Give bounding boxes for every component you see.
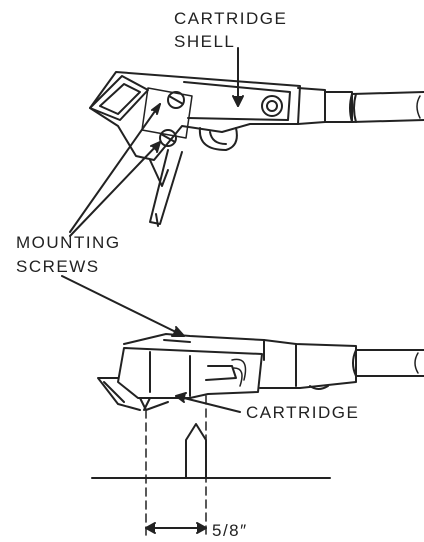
pivot-boss-icon [261,95,283,117]
cartridge-shell-label-line1: CARTRIDGE [174,9,288,28]
spindle-icon [185,423,207,479]
mounting-screw-icon [159,129,177,147]
tonearm-tube-top [349,91,424,123]
mounting-screws-label-line2: SCREWS [16,257,100,276]
cartridge-leg-top [149,149,183,225]
dimension-label: 5/8″ [212,521,248,540]
side-view-headshell [97,333,424,411]
finger-lift-side [97,377,141,411]
cartridge-body-side [117,347,263,399]
mounting-screws-leader-arrows [69,103,161,237]
mounting-screw-icon [167,91,185,109]
cartridge-leader-arrow [175,395,241,413]
cartridge-shell-label-line2: SHELL [174,32,236,51]
cartridge-label: CARTRIDGE [246,403,360,422]
shell-body-top [89,71,301,161]
top-view-headshell [89,71,424,227]
tonearm-tube-side [352,349,424,377]
mounting-screws-label-line1: MOUNTING [16,233,121,252]
side-screw-leader-arrow [61,275,185,337]
